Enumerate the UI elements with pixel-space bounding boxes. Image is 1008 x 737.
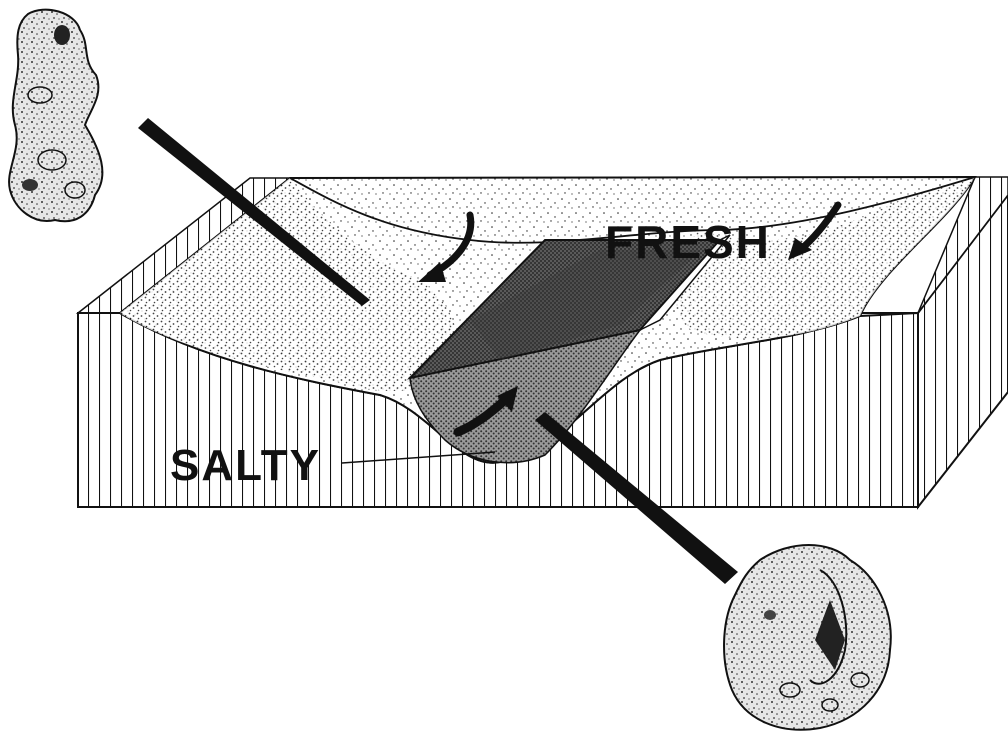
salty-label: SALTY (170, 441, 321, 490)
fresh-label: FRESH (605, 216, 771, 268)
rock-sample-upper-left (9, 10, 102, 222)
rock-sample-lower-right (724, 545, 891, 730)
